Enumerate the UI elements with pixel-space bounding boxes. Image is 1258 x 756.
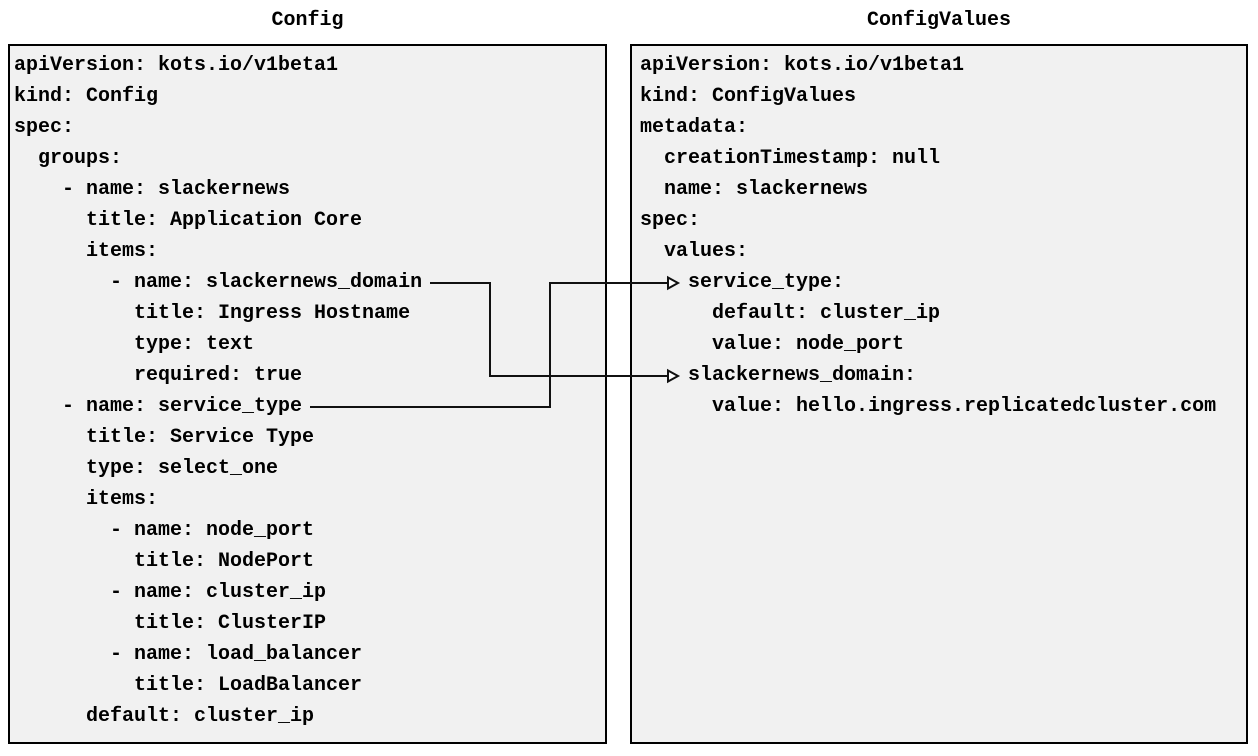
config-yaml-code: apiVersion: kots.io/v1beta1 kind: Config… (14, 54, 423, 728)
configvalues-panel: apiVersion: kots.io/v1beta1 kind: Config… (630, 44, 1248, 744)
config-panel-title: Config (271, 9, 344, 32)
configvalues-yaml-code: apiVersion: kots.io/v1beta1 kind: Config… (640, 54, 1217, 418)
configvalues-panel-title: ConfigValues (866, 9, 1012, 32)
config-panel: apiVersion: kots.io/v1beta1 kind: Config… (8, 44, 607, 744)
